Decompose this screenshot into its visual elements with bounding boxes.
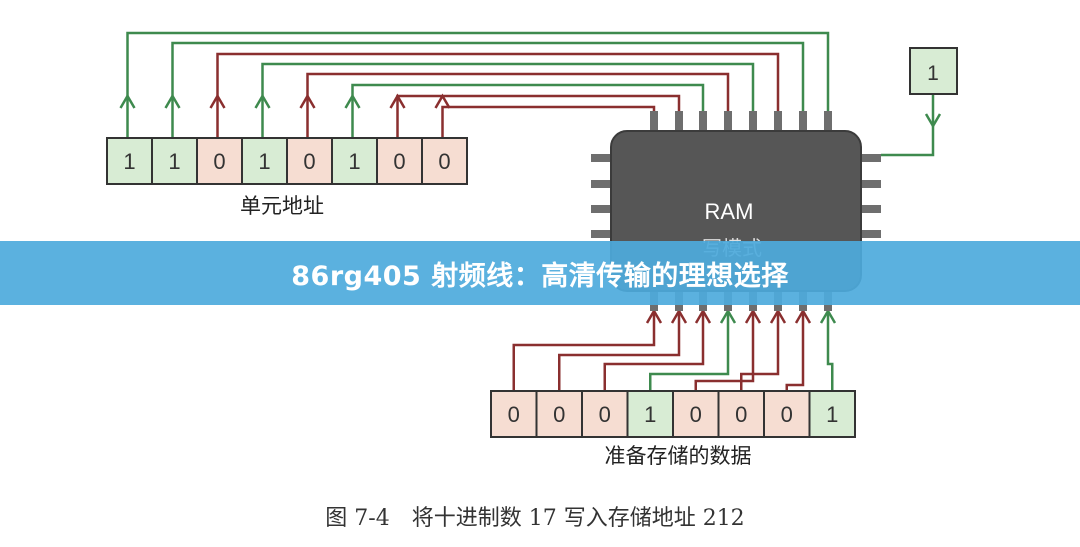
data-register-cell [581,390,629,438]
chip-pin-left [591,154,613,162]
address-wire-arrow [389,93,406,109]
data-register-cell [763,390,811,438]
data-wire [649,311,730,391]
address-wire-arrow [344,93,361,109]
chip-pin-top [675,111,683,133]
data-wire [740,311,780,391]
title-banner: 86rg405 射频线：高清传输的理想选择 [0,241,1080,305]
chip-pin-right [859,154,881,162]
ram-chip-label: RAM [705,199,754,224]
data-wire [694,311,755,391]
address-register: 1 1 0 1 0 1 0 0 [106,137,468,185]
chip-pin-top [749,111,757,133]
address-wire [441,105,656,138]
chip-pin-right [859,205,881,213]
figure-caption: 图 7-4 将十进制数 17 写入存储地址 212 [325,506,744,531]
data-register-bit: 0 [781,402,793,427]
chip-pin-right [859,230,881,238]
data-register-bit: 0 [508,402,520,427]
address-wire [261,62,755,138]
data-wire [512,311,656,391]
address-wire-arrow [434,93,451,109]
address-wire-arrow [119,93,136,109]
address-register-bit: 0 [213,149,225,174]
write-signal-box [909,47,958,95]
address-register-bit: 1 [258,149,270,174]
data-register-bit: 1 [644,402,656,427]
chip-pin-top [724,111,732,133]
chip-pin-left [591,180,613,188]
data-register-bit: 1 [826,402,838,427]
write-signal-arrow [924,113,942,129]
address-wire [396,94,681,138]
address-register-cell [331,137,378,185]
chip-pin-top [824,111,832,133]
data-wire [826,311,834,391]
address-wire-arrow [299,93,316,109]
data-register-label: 准备存储的数据 [605,444,752,468]
write-signal-wire [881,94,935,157]
chip-pin-right [859,180,881,188]
address-wire [351,83,705,138]
address-register-cell [286,137,333,185]
chip-pin-left [591,230,613,238]
chip-pin-top [699,111,707,133]
chip-pin-top [799,111,807,133]
address-wire-arrow [164,93,181,109]
address-wire [126,31,830,138]
address-register-cell [151,137,198,185]
data-wire [558,311,681,391]
chip-pin-left [591,205,613,213]
data-register-cell [808,390,856,438]
address-register-label: 单元地址 [240,194,324,218]
data-wire [603,311,705,391]
address-wire [171,41,805,138]
address-register-cell [196,137,243,185]
address-register-cell [421,137,468,185]
write-signal-value: 1 [927,62,939,85]
data-register: 0 0 0 1 0 0 0 1 [490,390,856,438]
address-register-bit: 0 [393,149,405,174]
data-register-bit: 0 [553,402,565,427]
address-register-cell [106,137,153,185]
chip-pin-top [774,111,782,133]
banner-title: 86rg405 射频线：高清传输的理想选择 [291,260,789,292]
data-register-bit: 0 [735,402,747,427]
wires [119,31,942,391]
address-register-bit: 0 [438,149,450,174]
data-register-bit: 0 [690,402,702,427]
address-wire-arrow [209,93,226,109]
address-wire [306,72,730,138]
chip-pin-top [650,111,658,133]
address-register-bit: 1 [168,149,180,174]
data-register-cell [490,390,538,438]
data-wire [785,311,805,391]
data-register-bit: 0 [599,402,611,427]
data-register-cell [717,390,765,438]
address-register-bit: 1 [348,149,360,174]
data-register-cell [535,390,583,438]
address-register-bit: 1 [123,149,135,174]
address-register-bit: 0 [303,149,315,174]
address-wire-arrow [254,93,271,109]
